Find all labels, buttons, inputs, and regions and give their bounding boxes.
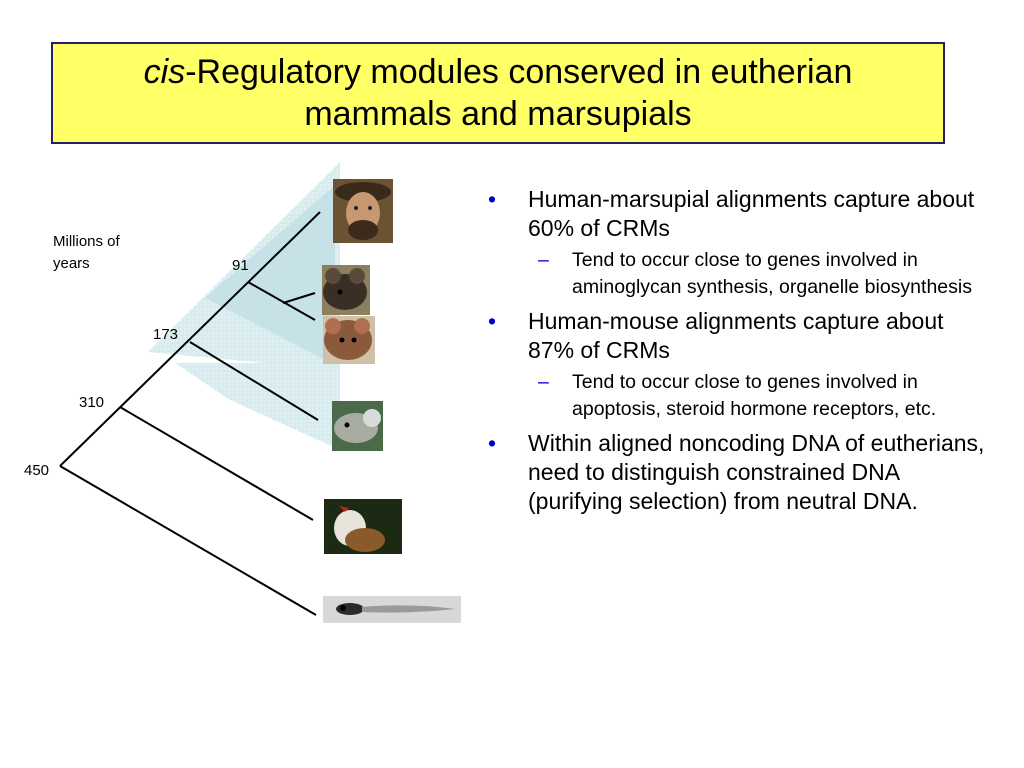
chicken-photo bbox=[324, 499, 402, 554]
slide-title: cis-Regulatory modules conserved in euth… bbox=[51, 42, 945, 144]
node-label-91: 91 bbox=[232, 257, 249, 274]
title-line-1-rest: -Regulatory modules conserved in eutheri… bbox=[185, 53, 853, 91]
bullet-item: • Human-mouse alignments capture about 8… bbox=[488, 307, 988, 365]
bullet-dot-icon: • bbox=[488, 186, 497, 212]
rat-photo bbox=[323, 316, 375, 364]
bullet-text: Human-marsupial alignments capture about… bbox=[528, 186, 975, 241]
sub-bullet-item: – Tend to occur close to genes involved … bbox=[488, 369, 988, 423]
tree-branches bbox=[59, 211, 321, 616]
node-label-450: 450 bbox=[24, 462, 50, 479]
node-label-173: 173 bbox=[153, 326, 179, 343]
branch-310-chicken bbox=[119, 406, 314, 521]
bullet-text: Within aligned noncoding DNA of eutheria… bbox=[528, 430, 985, 514]
bullet-list: • Human-marsupial alignments capture abo… bbox=[488, 185, 988, 524]
bullet-text: Human-mouse alignments capture about 87%… bbox=[528, 308, 944, 363]
marsupial-eutherian-shade-lower bbox=[175, 363, 340, 450]
sub-bullet-dash-icon: – bbox=[538, 371, 549, 393]
branch-173-opossum bbox=[189, 341, 319, 421]
mouse-photo bbox=[322, 265, 370, 315]
branch-91-rat bbox=[247, 281, 316, 321]
sub-bullet-text: Tend to occur close to genes involved in… bbox=[572, 371, 937, 420]
bullet-dot-icon: • bbox=[488, 308, 497, 334]
branch-root-human bbox=[59, 211, 321, 467]
axis-label-line-1: Millions of bbox=[53, 233, 120, 250]
title-line-1: cis-Regulatory modules conserved in euth… bbox=[144, 51, 853, 93]
axis-label: Millions of years bbox=[53, 231, 120, 275]
axis-label-line-2: years bbox=[53, 255, 90, 272]
sub-bullet-item: – Tend to occur close to genes involved … bbox=[488, 247, 988, 301]
bullet-item: • Within aligned noncoding DNA of euther… bbox=[488, 429, 988, 516]
branch-mouse bbox=[282, 292, 316, 304]
opossum-photo bbox=[332, 401, 383, 451]
title-line-2: mammals and marsupials bbox=[304, 95, 692, 133]
sub-bullet-dash-icon: – bbox=[538, 249, 549, 271]
node-label-310: 310 bbox=[79, 394, 105, 411]
bullet-dot-icon: • bbox=[488, 430, 497, 456]
human-photo bbox=[333, 179, 393, 243]
bullet-item: • Human-marsupial alignments capture abo… bbox=[488, 185, 988, 243]
branch-450-fish bbox=[59, 465, 317, 616]
zebrafish-photo bbox=[323, 596, 461, 623]
sub-bullet-text: Tend to occur close to genes involved in… bbox=[572, 249, 972, 298]
title-italic: cis bbox=[143, 53, 186, 91]
